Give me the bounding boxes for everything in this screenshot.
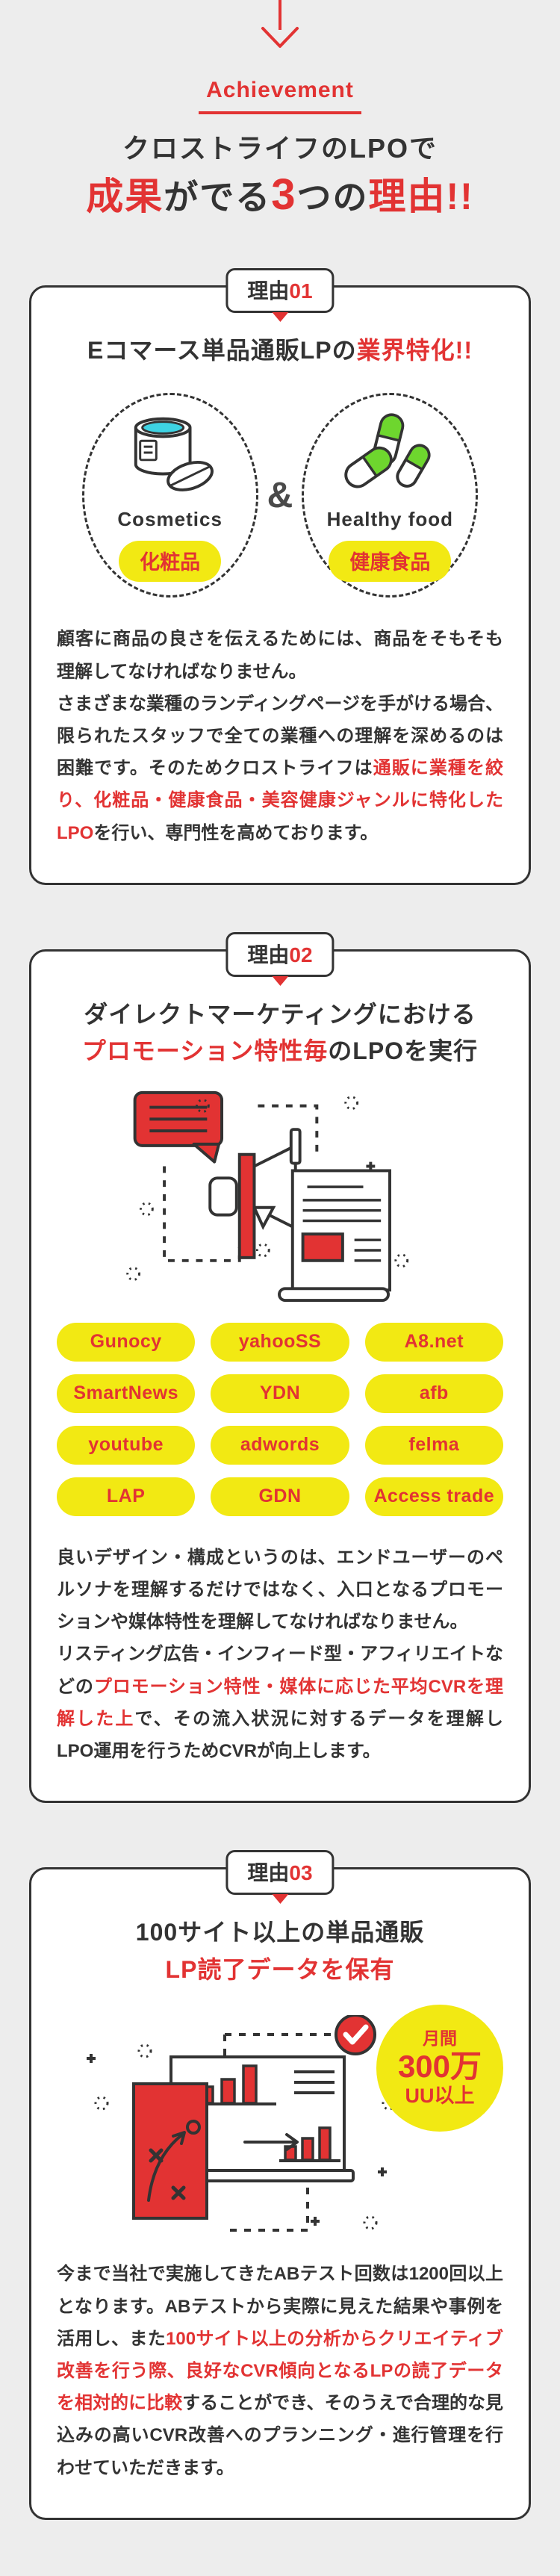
capsules-icon (342, 409, 438, 499)
title-segment: 成果 (86, 176, 164, 218)
media-grid: Gunocy yahooSS A8.net SmartNews YDN afb … (57, 1322, 503, 1516)
badge-pointer-icon (271, 1894, 288, 1905)
badge-pointer-icon (271, 311, 288, 322)
media-pill: felma (364, 1425, 503, 1465)
title-segment: 3 (271, 170, 297, 220)
stat-line-1: 月間 (423, 2029, 457, 2049)
media-pill: SmartNews (57, 1374, 196, 1413)
badge-label: 理由 (247, 943, 290, 966)
title-line-2: 成果がでる3つの理由!! (0, 169, 560, 221)
check-icon (335, 2015, 376, 2056)
media-pill: A8.net (364, 1322, 503, 1362)
media-pill: afb (364, 1374, 503, 1413)
cosmetics-jar-icon (122, 409, 218, 499)
reason2-heading: ダイレクトマーケティングにおける プロモーション特性毎のLPOを実行 (81, 1000, 479, 1065)
stat-line-2: 300万 (397, 2048, 482, 2084)
media-pill: Access trade (364, 1477, 503, 1516)
badge-pointer-icon (271, 975, 288, 986)
achievement-label: Achievement (199, 78, 361, 114)
category-label-en: Healthy food (326, 508, 454, 531)
eyebrow-wrap: Achievement (0, 78, 560, 114)
badge-label: 理由 (247, 279, 290, 302)
down-arrow-icon (0, 0, 560, 49)
reason3-card: 理由03 100サイト以上の単品通販 LP読了データを保有 (29, 1850, 531, 2520)
title-segment: 理由!! (368, 176, 474, 218)
monthly-uu-stat-circle: 月間 300万 UU以上 (376, 2005, 503, 2132)
megaphone-illustration (57, 1084, 503, 1305)
category-badge-jp: 健康食品 (329, 541, 452, 583)
media-pill: YDN (211, 1374, 349, 1413)
reason3-paragraph: 今まで当社で実施してきたABテスト回数は1200回以上となります。ABテストから… (57, 2264, 504, 2478)
media-pill: GDN (211, 1477, 349, 1516)
badge-label: 理由 (247, 1861, 290, 1885)
healthy-food-circle: Healthy food 健康食品 (302, 393, 479, 598)
cosmetics-circle: Cosmetics 化粧品 (81, 393, 258, 598)
category-label-en: Cosmetics (117, 508, 223, 531)
stat-line-3: UU以上 (405, 2085, 475, 2108)
analytics-illustration: 月間 300万 UU以上 (57, 2005, 508, 2232)
reason1-heading: Eコマース単品通販LPの業界特化!! (87, 336, 473, 364)
page-title: クロストライフのLPOで 成果がでる3つの理由!! (0, 132, 560, 221)
reason1-badge: 理由01 (225, 267, 335, 322)
media-pill: yahooSS (211, 1322, 349, 1362)
category-circles: Cosmetics 化粧品 & (57, 393, 503, 598)
reason1-paragraph: 顧客に商品の良さを伝えるためには、商品をそもそも理解してなければなりません。 さ… (57, 629, 504, 843)
media-pill: youtube (57, 1425, 196, 1465)
badge-number: 01 (289, 279, 313, 302)
reason2-card: 理由02 ダイレクトマーケティングにおける プロモーション特性毎のLPOを実行 (29, 931, 531, 1804)
badge-number: 02 (289, 943, 313, 966)
reason3-badge: 理由03 (225, 1850, 335, 1905)
title-segment: つの (296, 178, 369, 217)
ampersand-divider: & (267, 475, 293, 515)
reason2-badge: 理由02 (225, 931, 335, 986)
media-pill: adwords (211, 1425, 349, 1465)
media-pill: LAP (57, 1477, 196, 1516)
media-pill: Gunocy (57, 1322, 196, 1362)
reason1-card: 理由01 Eコマース単品通販LPの業界特化!! (29, 267, 531, 885)
title-line-1: クロストライフのLPOで (122, 133, 438, 164)
title-segment: がでる (164, 178, 272, 217)
badge-number: 03 (289, 1861, 313, 1885)
category-badge-jp: 化粧品 (119, 541, 222, 583)
reason3-heading: 100サイト以上の単品通販 LP読了データを保有 (135, 1919, 425, 1983)
reason2-paragraph: 良いデザイン・構成というのは、エンドユーザーのペルソナを理解するだけではなく、入… (57, 1547, 504, 1761)
